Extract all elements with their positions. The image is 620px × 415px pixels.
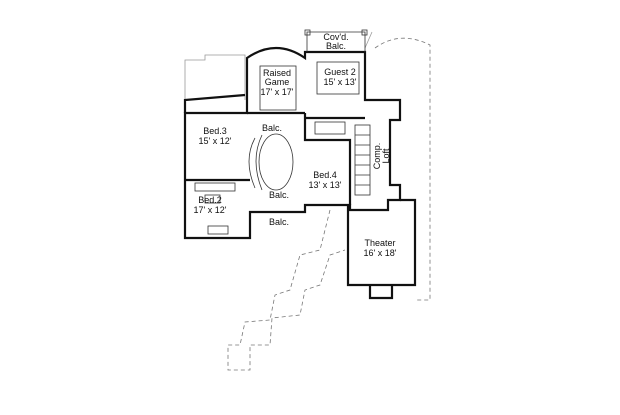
theater-size: 16' x 18' [364,248,397,258]
covd-balc-label-2: Balc. [326,41,346,51]
comp-loft-label-1: Comp. [372,143,382,170]
bed3-size: 15' x 12' [199,136,232,146]
stair-opening [258,133,294,191]
bed2-label: Bed.2 [198,195,222,205]
raised-game-label-1: Raised [263,68,291,78]
raised-game-label-2: Game [265,77,290,87]
theater-label: Theater [364,238,395,248]
covd-balc-label-1: Cov'd. [323,32,348,42]
dashed-outlines [184,31,431,371]
bed4-size: 13' x 13' [309,180,342,190]
balc-top-label: Balc. [262,123,282,133]
guest2-size: 15' x 13' [324,77,357,87]
balc-bottom-label: Balc. [269,217,289,227]
fixtures [194,61,371,235]
comp-loft-label-2: Loft [381,148,391,164]
guest2-label: Guest 2 [324,67,356,77]
balc-mid-label: Balc. [269,190,289,200]
room-labels: Cov'd. Balc. Raised Game 17' x 17' Guest… [194,32,397,258]
bed2-size: 17' x 12' [194,205,227,215]
walls [183,29,417,300]
bed3-label: Bed.3 [203,126,227,136]
raised-game-size: 17' x 17' [261,87,294,97]
bed4-label: Bed.4 [313,170,337,180]
